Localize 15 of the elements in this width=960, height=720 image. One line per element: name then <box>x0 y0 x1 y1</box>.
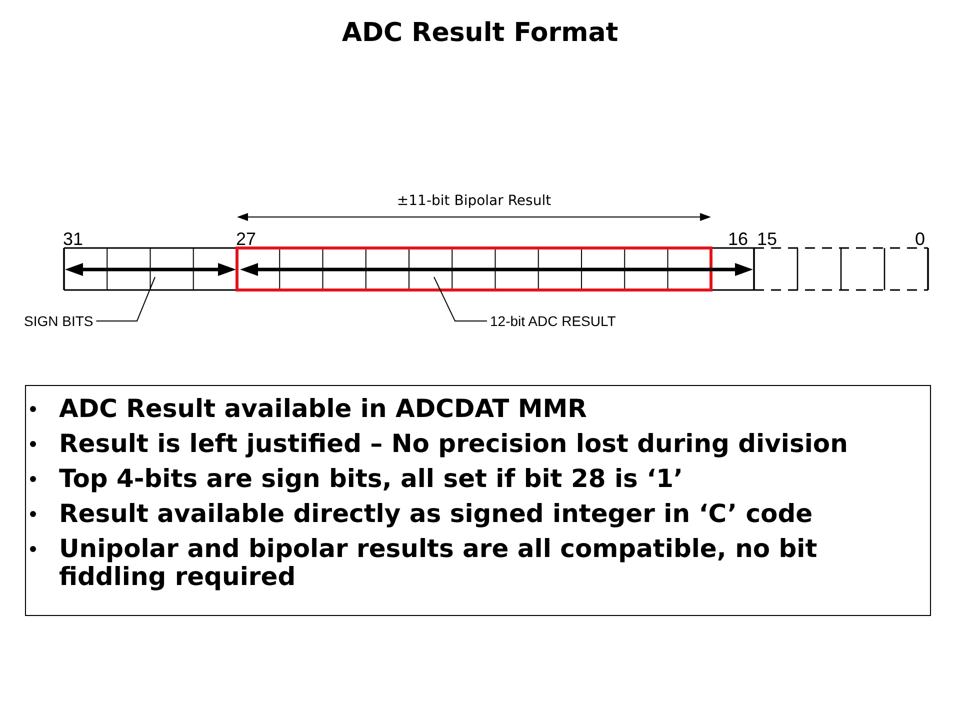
dimension-label: ±11-bit Bipolar Result <box>396 193 552 209</box>
bullet-text: Top 4-bits are sign bits, all set if bit 28 is ‘1’ <box>59 464 683 493</box>
note-panel <box>25 385 931 616</box>
bit-number: 27 <box>236 230 256 248</box>
bullet-text: Unipolar and bipolar results are all compatible, no bit fiddling required <box>59 534 818 591</box>
callout-label: 12-bit ADC RESULT <box>490 313 616 329</box>
bit-number: 0 <box>915 230 926 248</box>
bit-number: 31 <box>63 230 84 248</box>
bullet-text: Result is left justified – No precision lost during division <box>59 429 848 458</box>
bit-number: 16 <box>728 230 748 248</box>
diagram-title: ADC Result Format <box>342 18 618 48</box>
bullet-text: Result available directly as signed integer in ‘C’ code <box>59 499 813 528</box>
bit-number: 15 <box>757 230 778 248</box>
callout-label: SIGN BITS <box>24 313 94 329</box>
bullet-text: ADC Result available in ADCDAT MMR <box>59 394 587 423</box>
